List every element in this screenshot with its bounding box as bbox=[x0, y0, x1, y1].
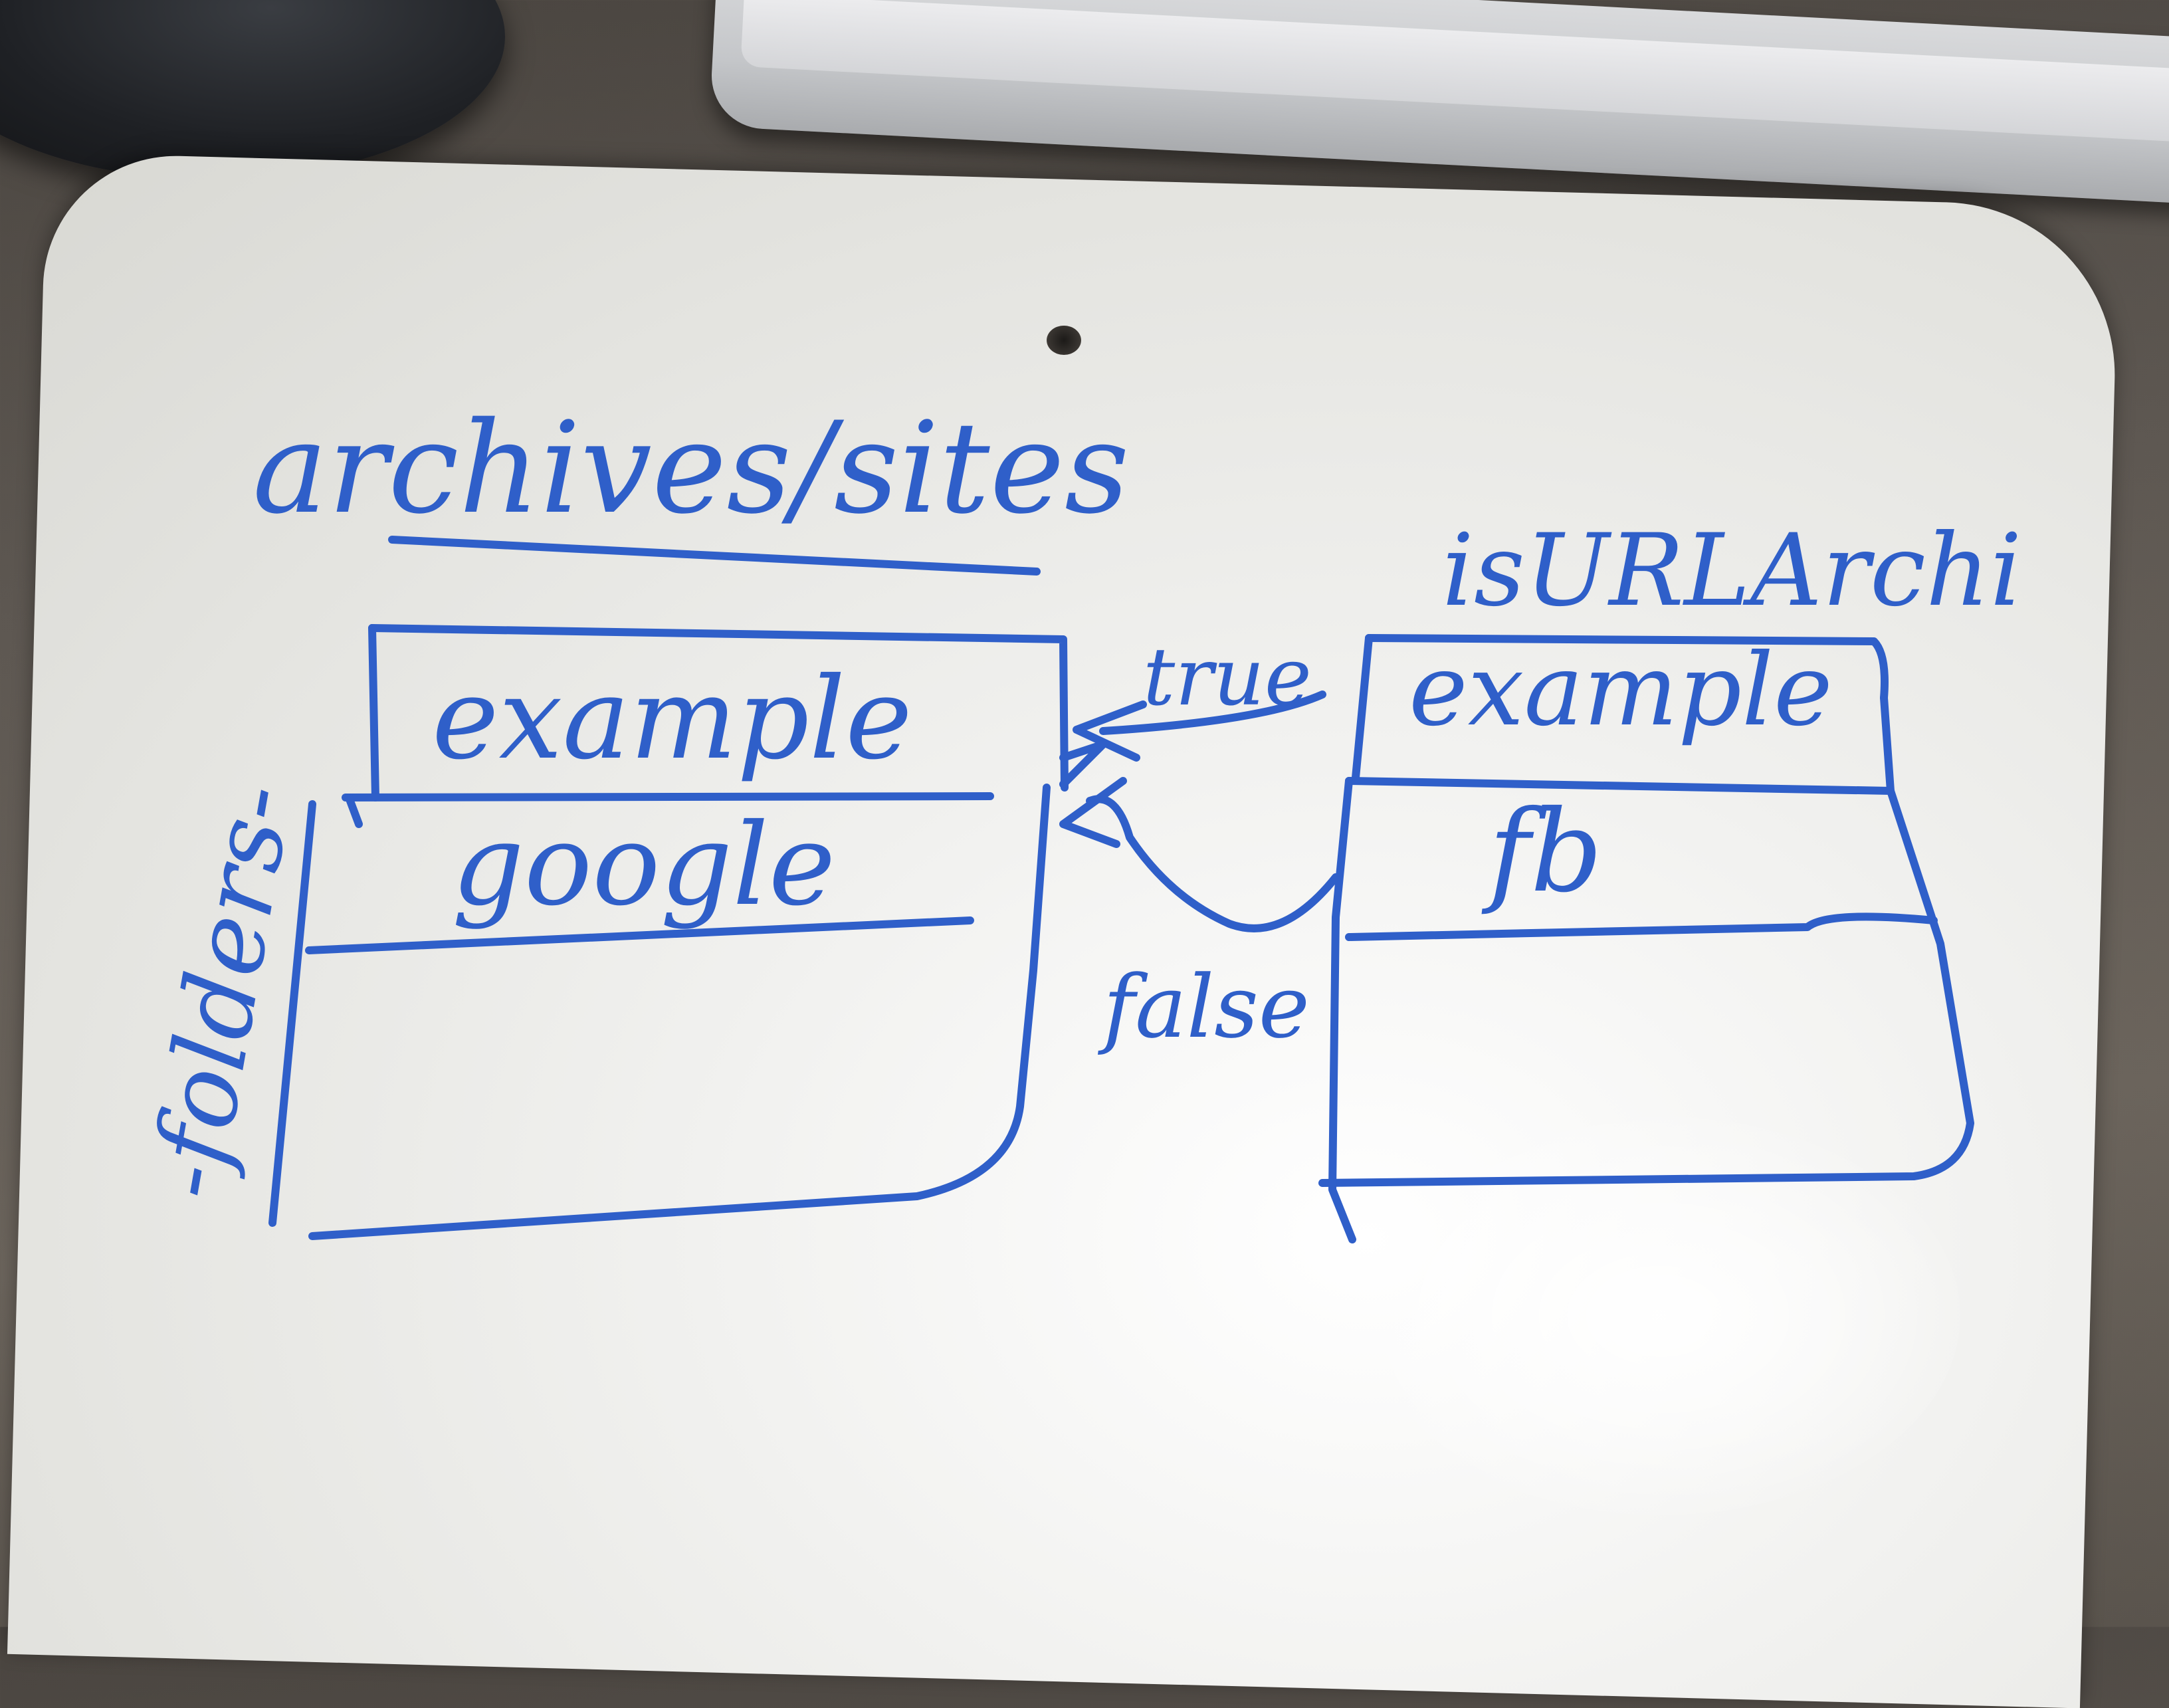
folders-label: -folders- bbox=[129, 776, 316, 1207]
right-row-2: fb bbox=[1481, 786, 1603, 918]
false-arrowhead bbox=[1059, 777, 1127, 848]
right-table-left-edge bbox=[1328, 777, 1356, 1243]
left-table-right-bottom bbox=[308, 784, 1051, 1240]
left-table-top bbox=[368, 624, 1069, 792]
true-arrowhead bbox=[1073, 700, 1147, 762]
right-row-1: example bbox=[1409, 633, 1833, 748]
false-label: false bbox=[1098, 956, 1310, 1057]
hanging-hole bbox=[1047, 326, 1081, 355]
left-row-divider-2 bbox=[305, 916, 974, 954]
right-row-divider-1 bbox=[1345, 777, 1895, 795]
heading-text: archives/sites bbox=[253, 395, 1130, 542]
right-table-top bbox=[1365, 634, 1889, 702]
marker-drawing: archives/sites isURLArchi example google… bbox=[129, 395, 2022, 1243]
false-arrow-line bbox=[1086, 795, 1340, 932]
right-table-right-bottom bbox=[1318, 694, 1974, 1187]
left-row-2: google bbox=[452, 800, 835, 931]
heading-underline bbox=[388, 536, 1041, 576]
true-arrow-line bbox=[1099, 691, 1326, 735]
right-row-divider-2 bbox=[1345, 912, 1938, 941]
left-row-1: example bbox=[432, 653, 912, 785]
left-table-left-edge bbox=[268, 800, 316, 1227]
right-heading-text: isURLArchi bbox=[1442, 513, 2022, 629]
true-label: true bbox=[1143, 631, 1312, 724]
left-row-divider-1 bbox=[342, 792, 994, 801]
